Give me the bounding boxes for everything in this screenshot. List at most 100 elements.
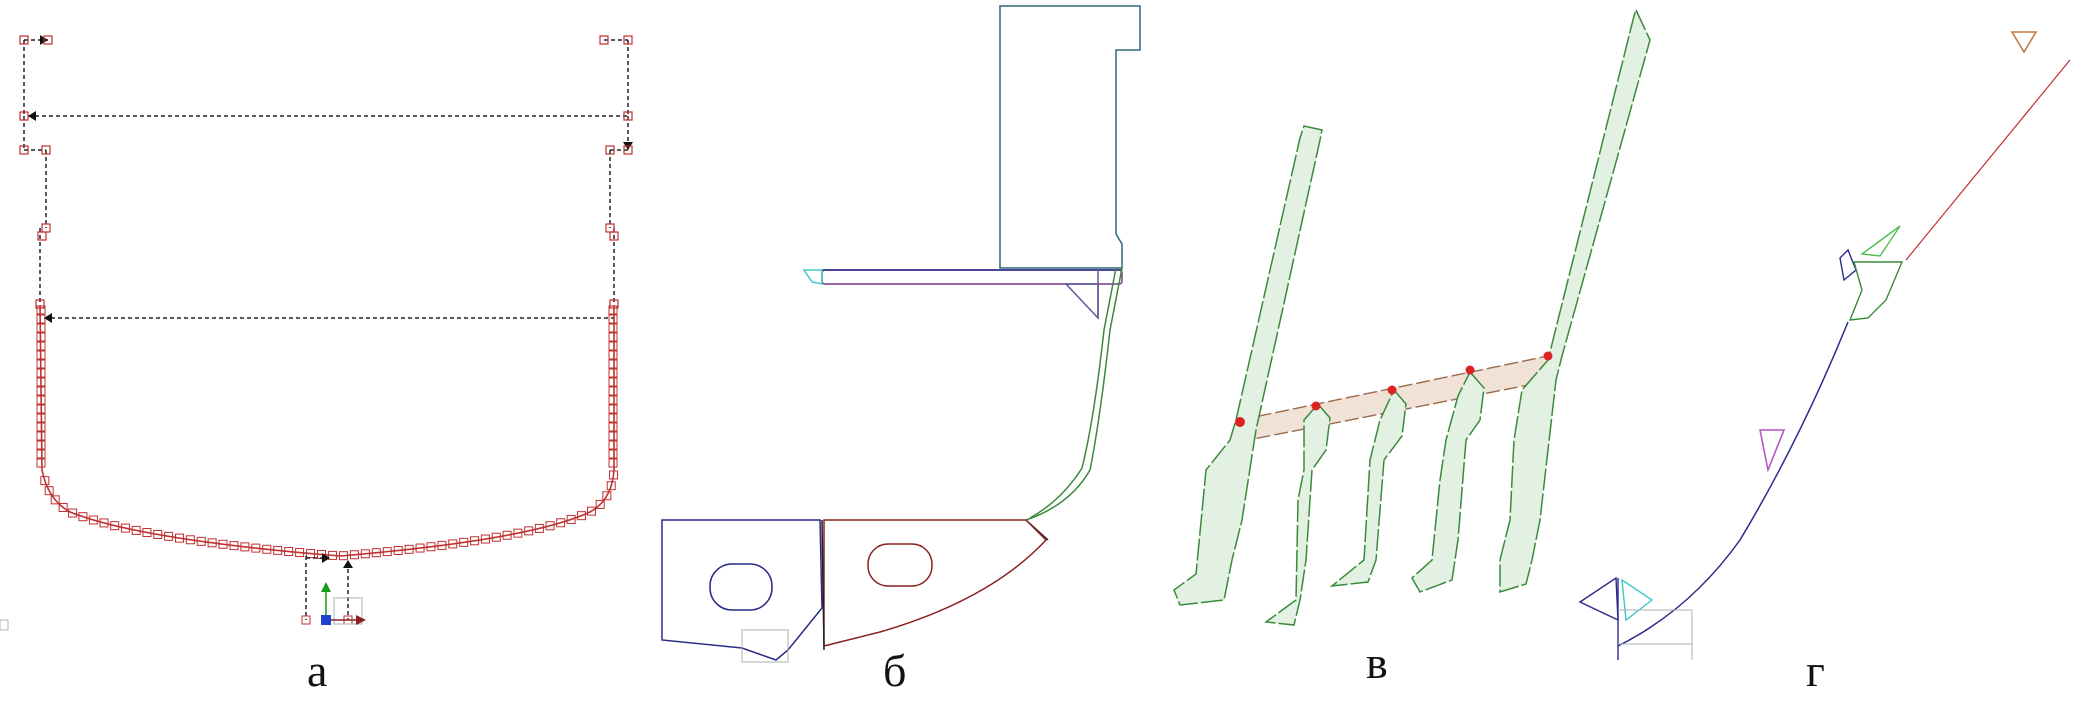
hull-marker (99, 518, 109, 528)
hull-marker (36, 377, 46, 387)
hull-marker (185, 535, 195, 545)
hull-marker (459, 537, 469, 547)
caption-b: б (883, 645, 907, 696)
hull-marker (153, 529, 163, 539)
hull-marker (36, 440, 46, 450)
hull-marker (360, 549, 370, 559)
caption-c: в (1366, 637, 1388, 688)
hull-marker (608, 431, 618, 441)
hull-marker (608, 332, 618, 342)
hull-marker (595, 499, 605, 509)
hull-marker (36, 305, 46, 315)
hull-marker (88, 515, 98, 525)
hull-marker (36, 413, 46, 423)
hull-marker (608, 377, 618, 387)
hull-marker (608, 449, 618, 459)
hull-marker (608, 368, 618, 378)
hull-marker (131, 525, 141, 535)
caption-d: г (1806, 645, 1825, 696)
hull-marker (36, 341, 46, 351)
hull-marker (36, 350, 46, 360)
hull-marker (437, 540, 447, 550)
hull-marker (382, 547, 392, 557)
hull-marker (609, 470, 619, 480)
hull-marker (404, 544, 414, 554)
hull-marker (218, 539, 228, 549)
hull-marker (240, 542, 250, 552)
hull-marker (393, 545, 403, 555)
hull-marker (371, 548, 381, 558)
hull-marker (602, 491, 612, 501)
hull-marker (68, 508, 78, 518)
hull-marker (338, 551, 348, 561)
hull-marker (608, 458, 618, 468)
hull-marker (306, 549, 316, 559)
hull-marker (44, 486, 54, 496)
hull-marker (556, 518, 566, 528)
hull-marker (608, 440, 618, 450)
hull-marker (120, 523, 130, 533)
hull-marker (36, 404, 46, 414)
hull-marker (36, 422, 46, 432)
hull-marker (78, 512, 88, 522)
hull-marker (608, 359, 618, 369)
hull-marker (36, 359, 46, 369)
hull-marker (524, 526, 534, 536)
hull-marker (36, 332, 46, 342)
hull-marker (36, 395, 46, 405)
hull-marker (608, 350, 618, 360)
hull-marker (608, 305, 618, 315)
hull-marker (608, 341, 618, 351)
hull-marker (58, 502, 68, 512)
hull-marker (251, 543, 261, 553)
hull-marker (576, 511, 586, 521)
hull-marker (262, 544, 272, 554)
panel-a-drawing (0, 35, 633, 631)
panel-b-drawing (661, 5, 1141, 663)
hull-marker (174, 533, 184, 543)
hull-marker (470, 536, 480, 546)
hull-marker (36, 431, 46, 441)
hull-marker (36, 458, 46, 468)
hull-marker (36, 449, 46, 459)
hull-marker (284, 546, 294, 556)
hull-marker (545, 521, 555, 531)
hull-marker (142, 528, 152, 538)
hull-marker (608, 404, 618, 414)
hull-marker (207, 538, 217, 548)
hull-marker (608, 422, 618, 432)
hull-marker (36, 386, 46, 396)
hull-marker (534, 523, 544, 533)
hull-marker (229, 541, 239, 551)
hull-marker (295, 548, 305, 558)
hull-marker (164, 531, 174, 541)
hull-marker (36, 368, 46, 378)
hull-marker (608, 395, 618, 405)
hull-marker (608, 314, 618, 324)
hull-marker (110, 521, 120, 531)
hull-marker (608, 386, 618, 396)
hull-marker (415, 543, 425, 553)
hull-marker (608, 323, 618, 333)
hull-marker (448, 539, 458, 549)
hull-marker (36, 323, 46, 333)
hull-marker (36, 314, 46, 324)
hull-marker (606, 481, 616, 491)
hull-marker (196, 536, 206, 546)
hull-marker (50, 495, 60, 505)
hull-marker (491, 532, 501, 542)
hull-marker (327, 550, 337, 560)
hull-marker (566, 514, 576, 524)
hull-marker (586, 506, 596, 516)
hull-marker (273, 545, 283, 555)
hull-marker (426, 542, 436, 552)
hull-marker (349, 550, 359, 560)
hull-marker (502, 530, 512, 540)
panel-c-drawing (1173, 7, 1651, 626)
hull-marker (608, 413, 618, 423)
hull-marker (40, 476, 50, 486)
hull-marker (513, 528, 523, 538)
hull-marker (480, 534, 490, 544)
caption-a: а (307, 645, 328, 696)
